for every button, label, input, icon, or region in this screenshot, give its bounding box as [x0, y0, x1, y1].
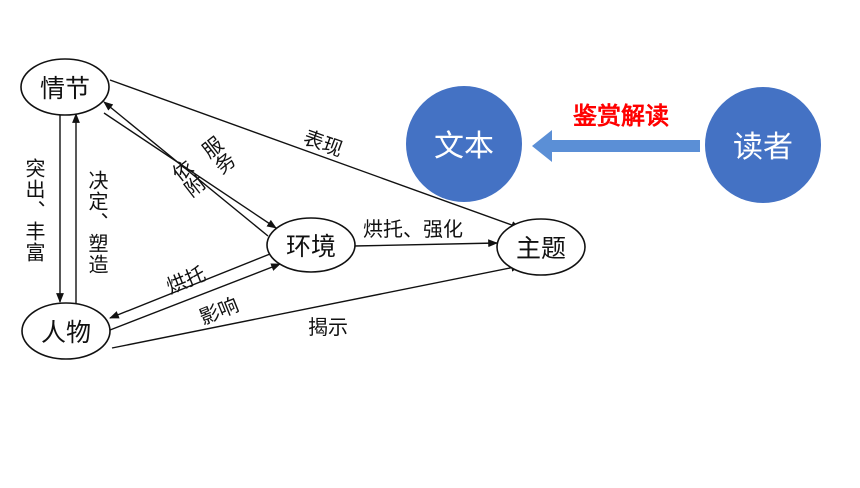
- node-huanjing: 环境: [266, 217, 356, 273]
- edge-huanjing-to-zhuti: [353, 239, 498, 248]
- edge-label-fuwu: 服务: [196, 133, 240, 179]
- edge-huanjing-to-qingjie: [103, 101, 269, 237]
- edge-label-hongtuo-qianghua: 烘托、强化: [363, 217, 463, 241]
- edge-renwu-to-zhuti: [111, 263, 521, 349]
- edge-label-jueding: 决定、塑造: [85, 170, 109, 275]
- node-qingjie: 情节: [20, 58, 110, 116]
- edge-huanjing-to-renwu: [109, 253, 271, 319]
- reader-node: 读者: [705, 87, 821, 203]
- reading-arrow-label: 鉴赏解读: [572, 102, 669, 130]
- node-qingjie-label: 情节: [40, 74, 90, 103]
- node-zhuti: 主题: [496, 218, 586, 276]
- edge-label-tuchu: 突出、丰富: [22, 158, 46, 263]
- text-node: 文本: [406, 86, 522, 202]
- edge-qingjie-to-zhuti: [109, 79, 521, 229]
- reader-node-label: 读者: [733, 130, 793, 165]
- node-zhuti-label: 主题: [516, 234, 566, 263]
- text-node-label: 文本: [434, 129, 494, 164]
- edge-label-biaoxian: 表现: [300, 125, 346, 161]
- edge-label-yingxiang: 影响: [196, 292, 242, 329]
- node-renwu: 人物: [21, 302, 111, 360]
- edge-qingjie-to-huanjing: [103, 112, 277, 229]
- node-huanjing-label: 环境: [286, 232, 336, 261]
- reading-arrow: [532, 130, 700, 162]
- node-renwu-label: 人物: [41, 318, 91, 347]
- edge-label-hongtuo: 烘托: [163, 261, 209, 298]
- edge-renwu-to-huanjing: [109, 263, 281, 331]
- edge-label-jieshi: 揭示: [308, 315, 348, 339]
